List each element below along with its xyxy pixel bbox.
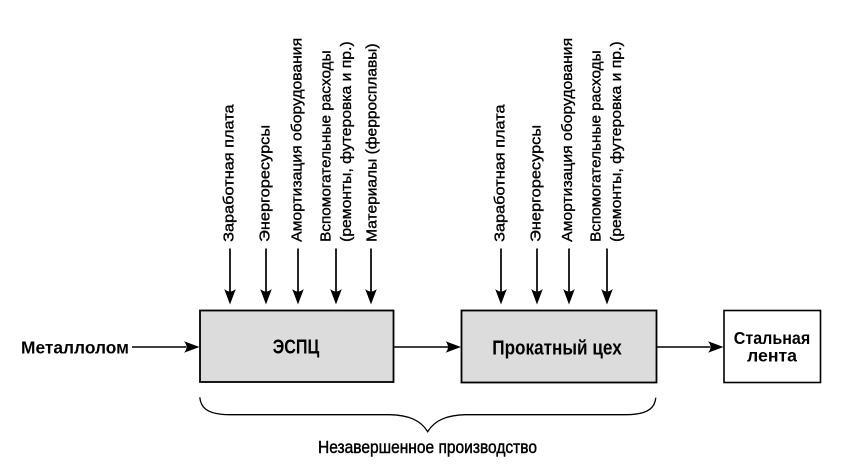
- svg-text:Вспомогательные расходы: Вспомогательные расходы: [587, 50, 604, 242]
- svg-text:Амортизация оборудования: Амортизация оборудования: [289, 38, 306, 242]
- svg-text:Незавершенное производство: Незавершенное производство: [318, 437, 537, 457]
- svg-text:Металлолом: Металлолом: [21, 338, 129, 358]
- svg-text:лента: лента: [747, 345, 797, 365]
- svg-text:Вспомогательные расходы: Вспомогательные расходы: [317, 50, 334, 242]
- svg-text:Стальная: Стальная: [734, 328, 811, 348]
- svg-text:Заработная плата: Заработная плата: [492, 104, 509, 242]
- svg-text:Материалы (ферросплавы): Материалы (ферросплавы): [364, 43, 381, 242]
- svg-text:ЭСПЦ: ЭСПЦ: [273, 336, 320, 358]
- svg-text:Амортизация оборудования: Амортизация оборудования: [559, 38, 576, 242]
- svg-text:Заработная плата: Заработная плата: [221, 104, 238, 242]
- svg-text:(ремонты, футеровка и пр.): (ремонты, футеровка и пр.): [338, 41, 355, 242]
- svg-text:(ремонты, футеровка и пр.): (ремонты, футеровка и пр.): [608, 41, 625, 242]
- svg-text:Прокатный цех: Прокатный цех: [492, 337, 622, 359]
- svg-text:Энергоресурсы: Энергоресурсы: [528, 125, 545, 242]
- svg-text:Энергоресурсы: Энергоресурсы: [257, 125, 274, 242]
